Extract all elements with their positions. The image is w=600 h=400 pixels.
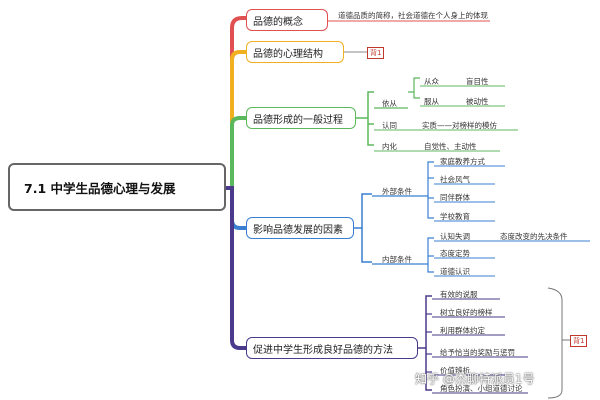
factors-label: 影响品德发展的因素: [253, 225, 343, 236]
trunk-factors: [226, 186, 246, 230]
factors-external-item: 学校教育: [440, 212, 470, 221]
formation-node[interactable]: [246, 107, 356, 129]
formation-obey: 服从: [424, 97, 439, 106]
factors-external: 外部条件: [382, 187, 412, 196]
trunk-formation: [226, 116, 246, 190]
formation-internalize-desc: 自觉性、主动性: [424, 142, 477, 151]
methods-item: 角色扮演、小组道德讨论: [440, 384, 523, 393]
methods-label: 促进中学生形成良好品德的方法: [253, 345, 393, 356]
structure-note: 背1: [367, 47, 385, 59]
structure-node[interactable]: [246, 41, 344, 63]
formation-internalize: 内化: [382, 142, 397, 151]
factors-node[interactable]: [246, 217, 354, 239]
factors-external-item: 社会风气: [440, 175, 470, 184]
formation-comply: 依从: [382, 99, 397, 108]
formation-conform-trait: 盲目性: [466, 77, 489, 86]
formation-obey-trait: 被动性: [466, 97, 489, 106]
methods-item: 利用群体约定: [440, 326, 485, 335]
watermark: 知乎 @杰聊特派员1号: [415, 372, 535, 386]
formation-conform: 从众: [424, 77, 439, 86]
methods-item: 价值辨析: [440, 366, 470, 375]
factors-internal: 内部条件: [382, 255, 412, 264]
factors-dissonance: 认知失调: [440, 232, 470, 241]
concept-node[interactable]: [246, 9, 328, 31]
root-label: 7.1 中学生品德心理与发展: [24, 181, 176, 196]
concept-definition: 道德品质的简称，社会道德在个人身上的体现: [338, 11, 488, 20]
methods-item: 给予恰当的奖励与惩罚: [440, 348, 515, 357]
formation-identify-desc: 实质——对榜样的模仿: [422, 121, 497, 130]
formation-identify: 认同: [382, 121, 397, 130]
factors-external-item: 同伴群体: [440, 193, 470, 202]
root-node[interactable]: [8, 163, 226, 211]
methods-item: 树立良好的榜样: [440, 308, 493, 317]
factors-external-item: 家庭教养方式: [440, 157, 485, 166]
factors-internal-item: 道德认识: [440, 267, 470, 276]
concept-label: 品德的概念: [253, 17, 303, 28]
trunk-methods: [226, 186, 246, 350]
structure-label: 品德的心理结构: [253, 49, 323, 60]
methods-note: 背1: [570, 335, 588, 347]
formation-label: 品德形成的一般过程: [253, 115, 343, 126]
factors-dissonance-desc: 态度改变的先决条件: [500, 232, 568, 241]
factors-internal-item: 态度定势: [440, 249, 470, 258]
methods-item: 有效的说服: [440, 290, 478, 299]
trunk-concept: [226, 16, 246, 190]
methods-node[interactable]: [246, 337, 418, 359]
trunk-structure: [226, 50, 246, 190]
